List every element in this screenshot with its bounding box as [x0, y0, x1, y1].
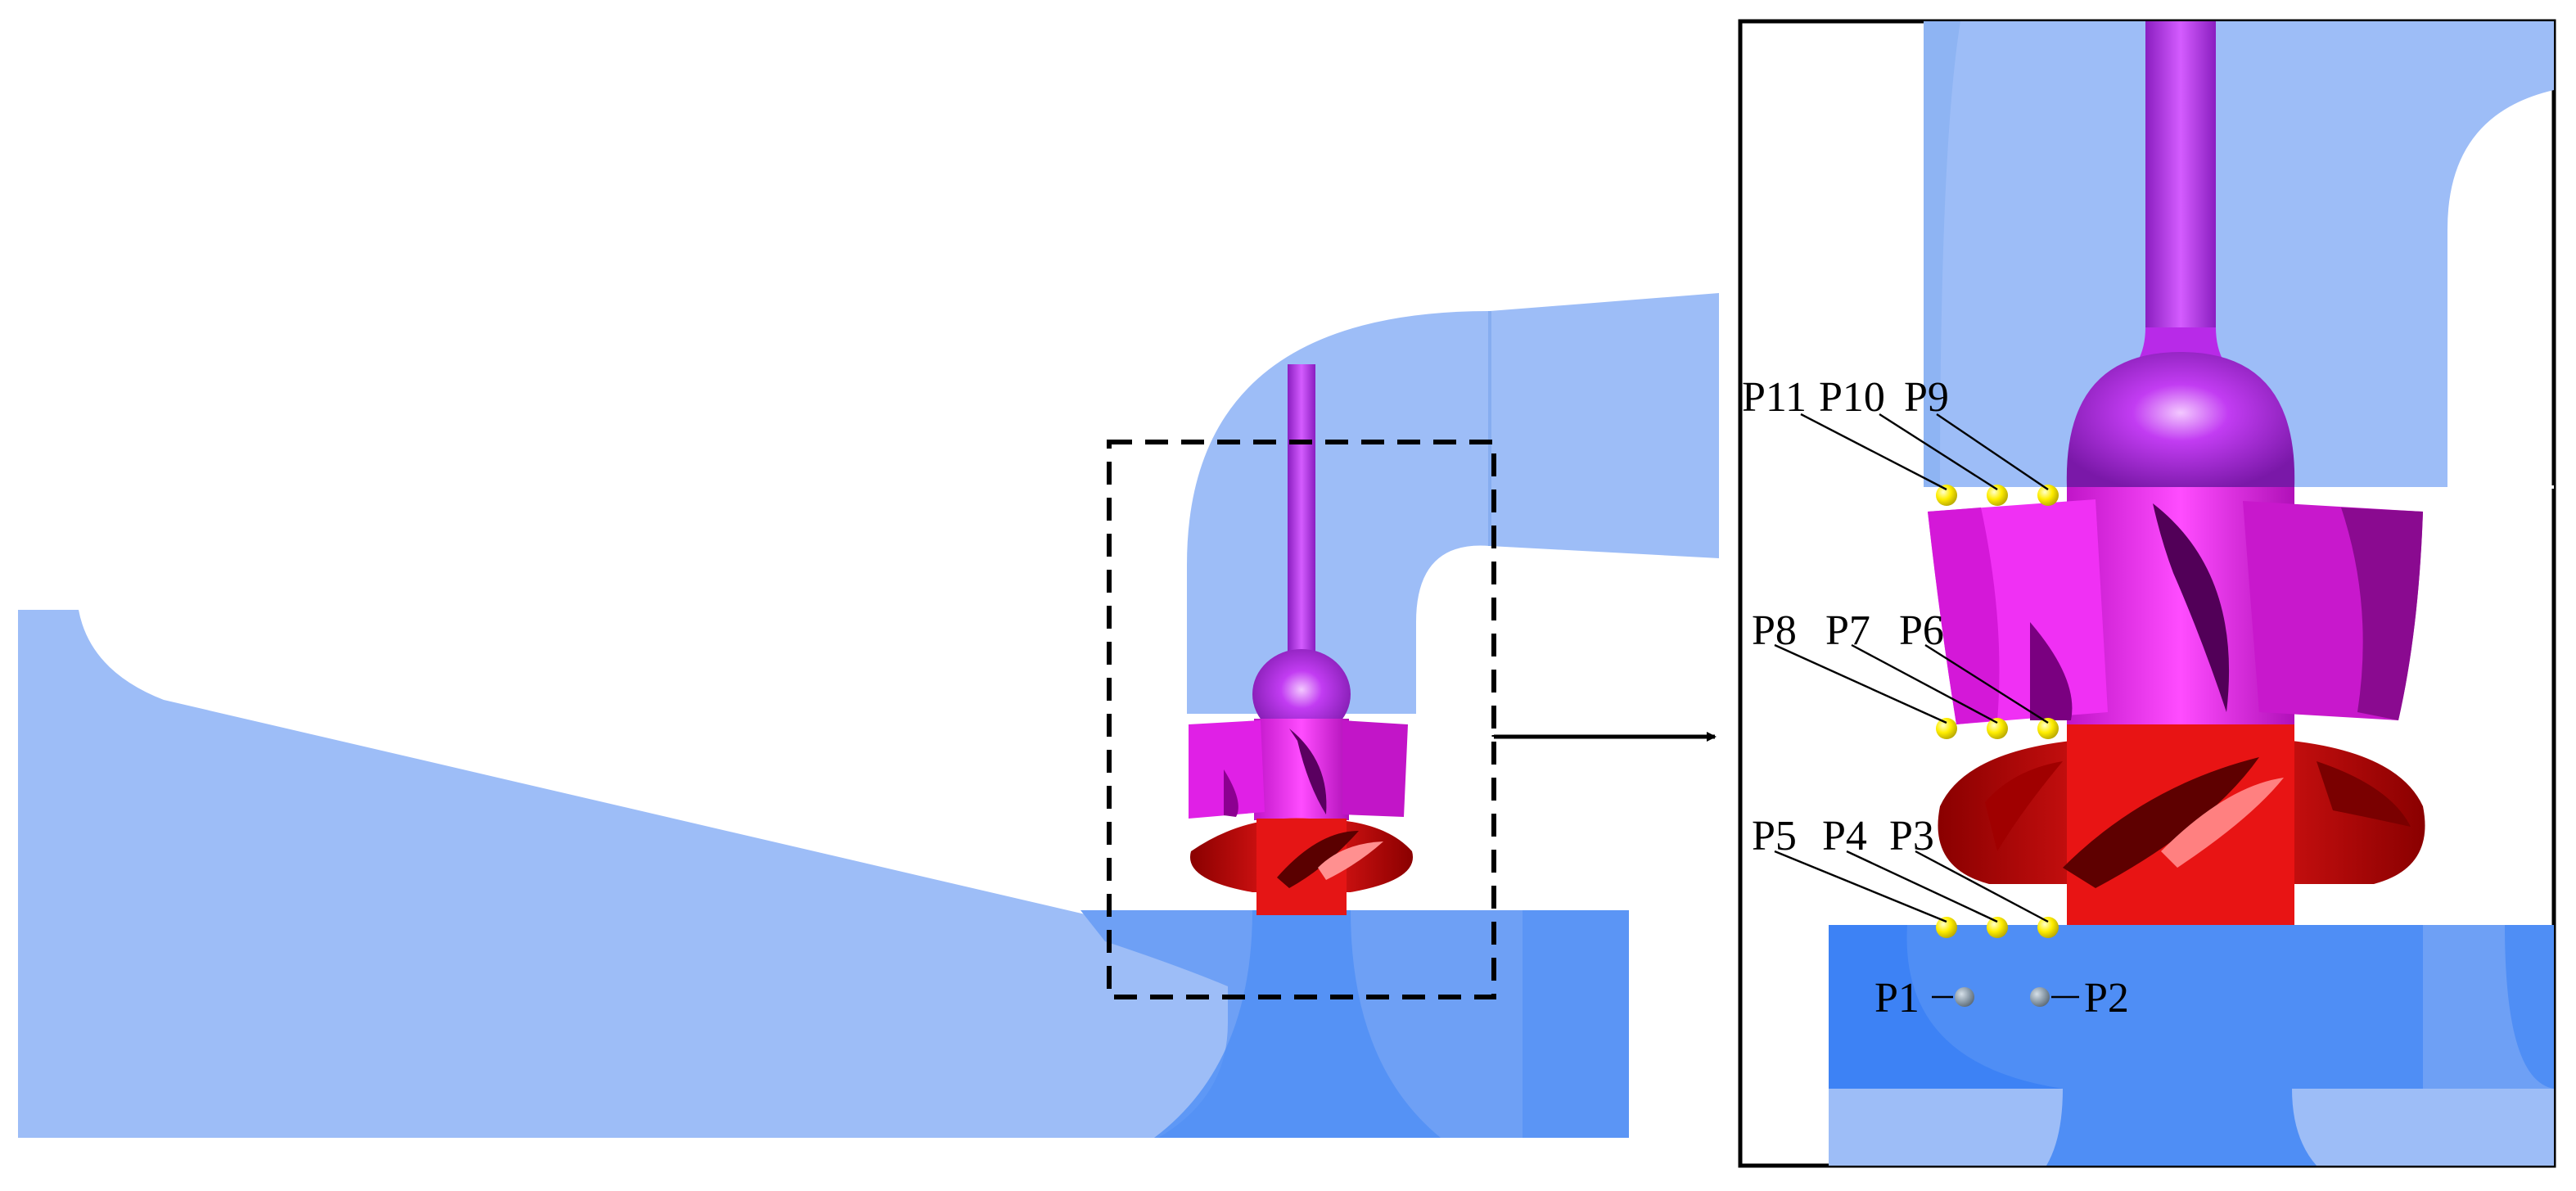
probe-p8-marker: [1936, 718, 1957, 739]
outlet-elbow: [1187, 293, 1719, 714]
zoom-bellmouth: [2046, 1089, 2317, 1166]
inlet-box-right: [1523, 910, 1629, 1138]
guide-vanes: [1189, 719, 1408, 820]
probe-p10-marker: [1987, 485, 2008, 506]
probe-label-p3: P3: [1889, 813, 1934, 859]
probe-p11-marker: [1936, 485, 1957, 506]
probe-label-p7: P7: [1825, 607, 1870, 654]
probe-p6-marker: [2037, 718, 2059, 739]
probe-p5-marker: [1936, 917, 1957, 938]
zoom-bulb: [2066, 352, 2295, 487]
probe-label-p4: P4: [1822, 813, 1867, 859]
probe-label-p6: P6: [1899, 607, 1944, 654]
zoom-impeller: [1938, 724, 2425, 925]
zoom-inlet-chamfer-right: [2423, 925, 2554, 1089]
shaft: [1288, 364, 1315, 692]
probe-p4-marker: [1987, 917, 2008, 938]
probe-p1-marker: [1955, 987, 1974, 1007]
zoom-panel: P11 P10 P9 P8 P7 P6 P5 P4 P3 P1 P2: [1738, 19, 2556, 1168]
probe-p7-marker: [1987, 718, 2008, 739]
zoom-guide-vanes: [1928, 487, 2423, 724]
probe-label-p11: P11: [1742, 374, 1807, 421]
probe-label-p9: P9: [1904, 374, 1949, 421]
zoom-inlet-chamfer-left: [1829, 925, 2063, 1089]
zoom-elbow-left: [1924, 21, 1960, 487]
inlet-forebay: [18, 610, 1629, 1138]
inlet-bellmouth: [1154, 910, 1441, 1138]
zoom-elbow: [1924, 21, 2554, 487]
probe-leaders: [1774, 413, 2079, 999]
probe-label-p1: P1: [1874, 975, 1920, 1022]
probe-markers: [1936, 485, 2059, 1007]
callout-box: [1107, 440, 1496, 999]
impeller: [1189, 818, 1414, 915]
probe-label-p5: P5: [1752, 813, 1797, 859]
probe-label-p10: P10: [1819, 374, 1885, 421]
zoom-shaft: [2145, 21, 2216, 373]
probe-p2-marker: [2030, 987, 2050, 1007]
callout-arrow: [1491, 735, 1715, 737]
probe-p3-marker: [2037, 917, 2059, 938]
probe-label-p2: P2: [2084, 975, 2129, 1022]
probe-label-p8: P8: [1752, 607, 1797, 654]
probe-labels: P11 P10 P9 P8 P7 P6 P5 P4 P3 P1 P2: [1742, 374, 2129, 1022]
probe-p9-marker: [2037, 485, 2059, 506]
bulb-hub: [1252, 649, 1351, 739]
overview-view: [18, 293, 1719, 1138]
